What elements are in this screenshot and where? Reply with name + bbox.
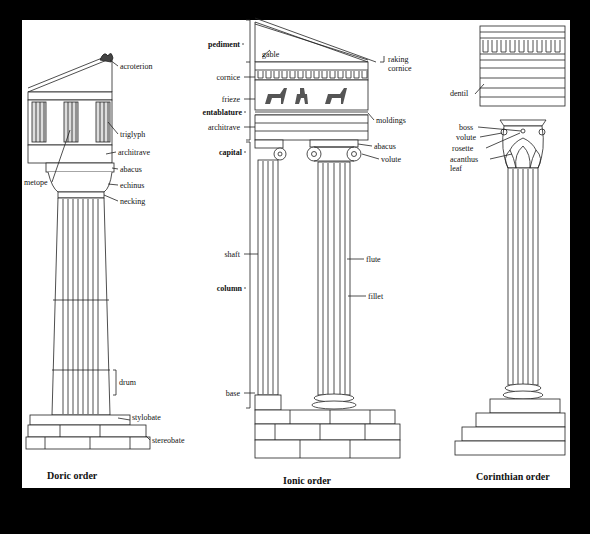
part-label: echinus — [120, 181, 144, 190]
order-title: capital — [219, 148, 242, 157]
part-label: base — [226, 389, 240, 398]
order-title: column — [217, 284, 242, 293]
part-label: rosette — [452, 144, 473, 153]
order-title: entablature — [203, 108, 242, 117]
part-label: flute — [366, 255, 381, 264]
part-label: metope — [24, 178, 48, 187]
order-title: Corinthian order — [476, 471, 550, 482]
part-label: raking cornice — [388, 55, 418, 73]
part-label: abacus — [374, 142, 396, 151]
part-label: boss — [459, 123, 473, 132]
part-label: volute — [381, 155, 401, 164]
part-label: fillet — [368, 292, 383, 301]
part-label: drum — [119, 378, 136, 387]
part-label: frieze — [222, 95, 240, 104]
part-label: stereobate — [152, 436, 184, 445]
part-label: architrave — [208, 123, 240, 132]
part-label: shaft — [224, 250, 240, 259]
part-label: volute — [456, 133, 476, 142]
order-title: pediment — [208, 40, 240, 49]
part-label: triglyph — [120, 130, 145, 139]
order-title: Doric order — [47, 470, 97, 481]
part-label: moldings — [376, 116, 406, 125]
part-label: architrave — [118, 148, 150, 157]
part-label: abacus — [120, 165, 142, 174]
part-label: acanthus leaf — [450, 155, 488, 173]
part-label: acroterion — [120, 62, 152, 71]
part-label: cornice — [216, 73, 240, 82]
part-label: necking — [120, 197, 145, 206]
order-title: Ionic order — [283, 475, 331, 486]
part-label: stylobate — [132, 413, 161, 422]
part-label: dentil — [450, 89, 468, 98]
part-label: gable — [262, 50, 279, 59]
